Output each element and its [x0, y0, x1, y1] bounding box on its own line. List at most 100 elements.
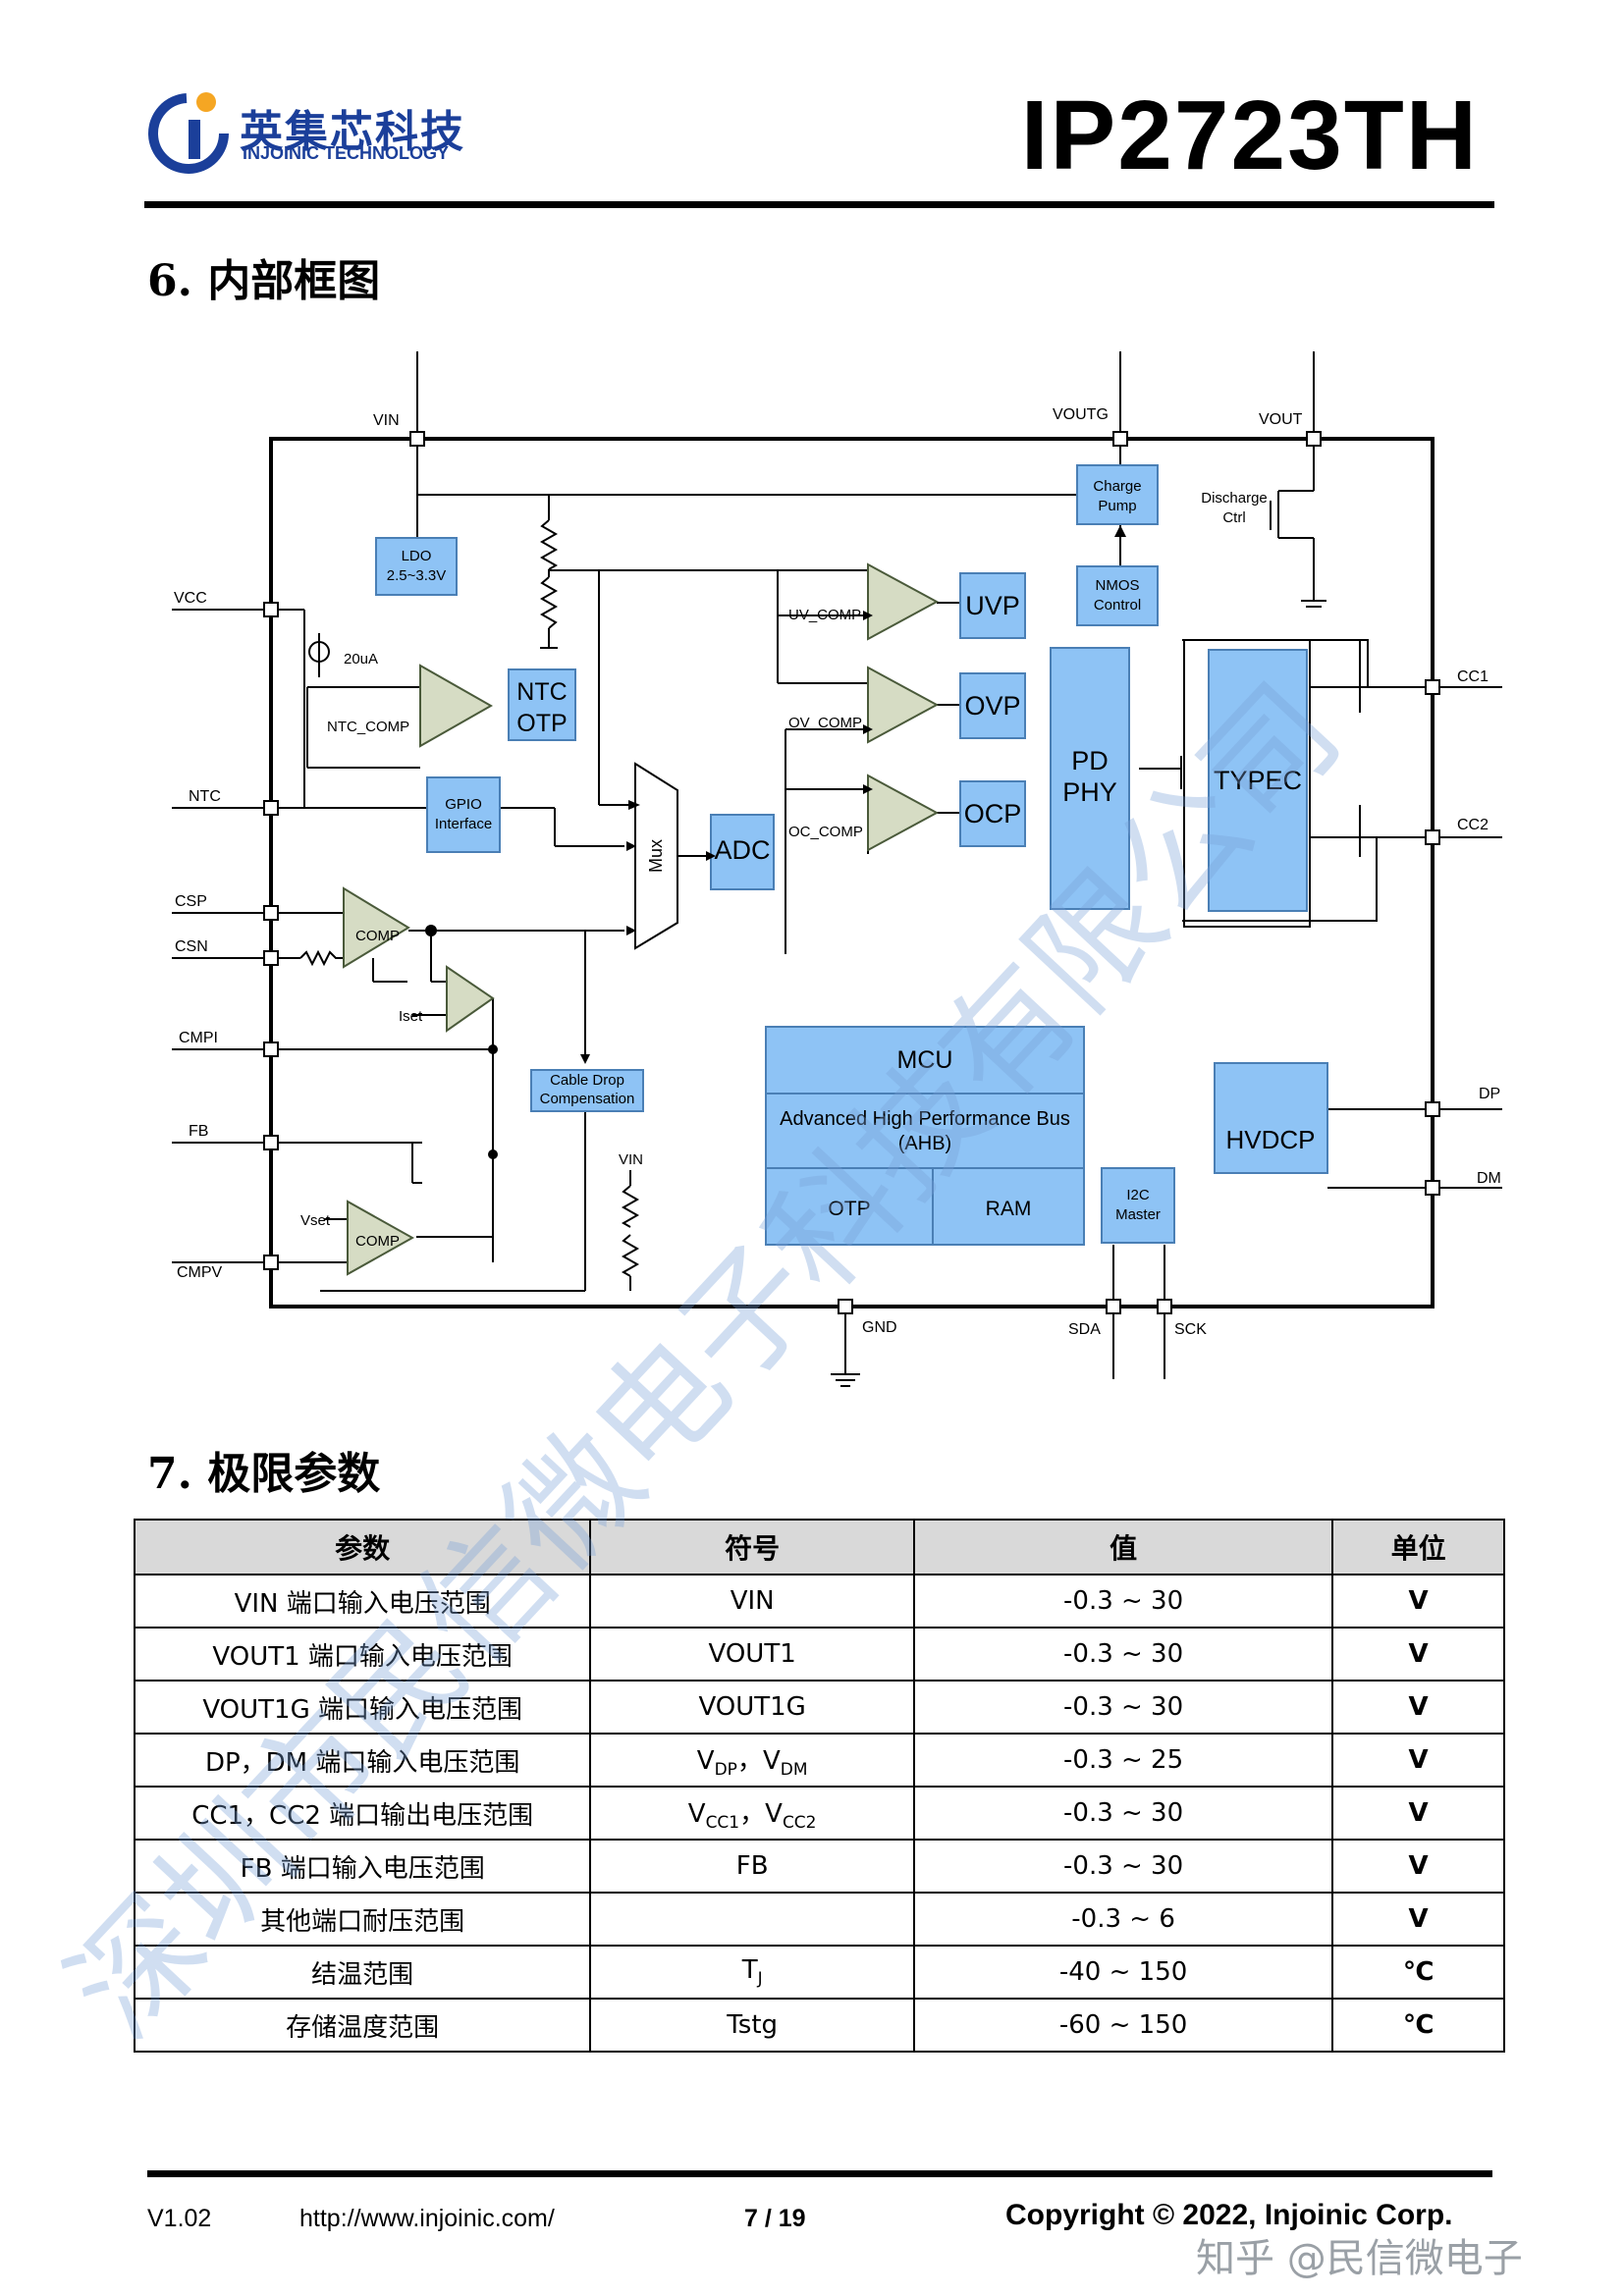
mux-label: Mux [646, 839, 666, 873]
vset-label: Vset [300, 1212, 331, 1229]
value-cell: -0.3 ~ 30 [912, 1574, 1334, 1629]
header-unit: 单位 [1331, 1519, 1505, 1575]
value-cell: -0.3 ~ 30 [912, 1839, 1334, 1894]
table-row: 结温范围 TJ -40 ~ 150 ℃ [133, 1945, 1505, 2000]
param-cell: DP，DM 端口输入电压范围 [133, 1733, 592, 1788]
section-6-title: 6. 内部框图 [147, 256, 381, 306]
ocp-label: OCP [964, 799, 1022, 828]
uv-comp-label: UV_COMP [788, 607, 861, 623]
value-cell: -0.3 ~ 6 [912, 1892, 1334, 1947]
logo-mark-icon [148, 92, 229, 174]
cable-drop-label-1: Cable Drop [550, 1072, 624, 1089]
gpio-label-1: GPIO [445, 796, 482, 813]
param-cell: VOUT1G 端口输入电压范围 [133, 1680, 592, 1735]
param-cell: VOUT1 端口输入电压范围 [133, 1627, 592, 1682]
ntc-comp-label: NTC_COMP [327, 719, 409, 735]
cable-drop-label-2: Compensation [540, 1091, 635, 1107]
header-value: 值 [912, 1519, 1334, 1575]
symbol-cell: VOUT1G [589, 1680, 915, 1735]
pin-ntc: NTC [189, 788, 221, 805]
section-7-title: 7. 极限参数 [147, 1449, 381, 1499]
oc-comp-label: OC_COMP [788, 824, 863, 840]
symbol-cell: VCC1，VCC2 [589, 1786, 915, 1841]
footer-copyright: Copyright © 2022, Injoinic Corp. [1005, 2199, 1453, 2231]
i2c-label-2: Master [1115, 1206, 1161, 1223]
footer-version: V1.02 [147, 2205, 212, 2232]
charge-pump-label-2: Pump [1098, 498, 1136, 514]
param-cell: 其他端口耐压范围 [133, 1892, 592, 1947]
ram-label: RAM [986, 1198, 1032, 1220]
unit-cell: V [1331, 1680, 1505, 1735]
unit-cell: ℃ [1331, 1945, 1505, 2000]
pin-vout: VOUT [1259, 411, 1303, 428]
part-number: IP2723TH [1020, 80, 1479, 190]
logo-chinese-text: 英集芯科技 [240, 107, 465, 157]
typec-label: TYPEC [1214, 766, 1302, 795]
pin-sda: SDA [1068, 1321, 1101, 1338]
pin-fb: FB [189, 1123, 208, 1140]
param-cell: VIN 端口输入电压范围 [133, 1574, 592, 1629]
unit-cell: V [1331, 1892, 1505, 1947]
symbol-cell: FB [589, 1839, 915, 1894]
ldo-label-1: LDO [402, 548, 432, 564]
symbol-cell: VIN [589, 1574, 915, 1629]
current-source-label: 20uA [344, 651, 378, 667]
unit-cell: V [1331, 1733, 1505, 1788]
symbol-cell [589, 1892, 915, 1947]
charge-pump-label-1: Charge [1093, 478, 1141, 495]
table-row: VOUT1 端口输入电压范围 VOUT1 -0.3 ~ 30 V [133, 1627, 1505, 1682]
hvdcp-label: HVDCP [1225, 1125, 1315, 1154]
absolute-max-ratings-table: 参数 符号 值 单位 VIN 端口输入电压范围 VIN -0.3 ~ 30 V … [133, 1519, 1505, 2053]
nmos-control-label-1: NMOS [1096, 577, 1140, 594]
otp-label: OTP [828, 1198, 870, 1220]
gpio-label-2: Interface [435, 816, 492, 832]
ntc-otp-label-1: NTC [516, 678, 567, 706]
ntc-otp-label-2: OTP [516, 710, 567, 737]
value-cell: -0.3 ~ 25 [912, 1733, 1334, 1788]
footer-url[interactable]: http://www.injoinic.com/ [299, 2205, 555, 2232]
vin-inner-label: VIN [619, 1151, 643, 1168]
ahb-label-2: (AHB) [898, 1133, 951, 1154]
table-row: CC1，CC2 端口输出电压范围 VCC1，VCC2 -0.3 ~ 30 V [133, 1786, 1505, 1841]
unit-cell: ℃ [1331, 1998, 1505, 2053]
pin-dp: DP [1479, 1086, 1500, 1102]
pin-vin: VIN [373, 412, 400, 429]
pin-gnd: GND [862, 1319, 897, 1336]
table-row: VIN 端口输入电压范围 VIN -0.3 ~ 30 V [133, 1574, 1505, 1629]
pin-cmpi: CMPI [179, 1030, 218, 1046]
logo-english-text: INJOINIC TECHNOLOGY [243, 143, 450, 163]
comp-label-1: COMP [355, 928, 400, 944]
uvp-label: UVP [965, 591, 1020, 620]
symbol-cell: VOUT1 [589, 1627, 915, 1682]
value-cell: -0.3 ~ 30 [912, 1680, 1334, 1735]
value-cell: -0.3 ~ 30 [912, 1627, 1334, 1682]
param-cell: 存储温度范围 [133, 1998, 592, 2053]
i2c-label-1: I2C [1126, 1187, 1150, 1203]
table-row: FB 端口输入电压范围 FB -0.3 ~ 30 V [133, 1839, 1505, 1894]
nmos-control-label-2: Control [1094, 597, 1141, 614]
pin-dm: DM [1477, 1170, 1501, 1187]
pin-csn: CSN [175, 938, 208, 955]
discharge-label-1: Discharge [1201, 490, 1268, 507]
footer-page-number: 7 / 19 [744, 2205, 806, 2232]
table-row: 存储温度范围 Tstg -60 ~ 150 ℃ [133, 1998, 1505, 2053]
pd-phy-label-1: PD [1071, 746, 1109, 775]
corner-watermark: 知乎 @民信微电子 [1196, 2236, 1523, 2281]
unit-cell: V [1331, 1574, 1505, 1629]
pin-cc1: CC1 [1457, 668, 1489, 685]
footer-rule [147, 2170, 1492, 2177]
table-row: DP，DM 端口输入电压范围 VDP，VDM -0.3 ~ 25 V [133, 1733, 1505, 1788]
table-row: 其他端口耐压范围 -0.3 ~ 6 V [133, 1892, 1505, 1947]
param-cell: CC1，CC2 端口输出电压范围 [133, 1786, 592, 1841]
pin-cc2: CC2 [1457, 817, 1489, 833]
symbol-cell: Tstg [589, 1998, 915, 2053]
unit-cell: V [1331, 1839, 1505, 1894]
ldo-label-2: 2.5~3.3V [387, 567, 446, 584]
value-cell: -60 ~ 150 [912, 1998, 1334, 2053]
ovp-label: OVP [964, 691, 1020, 721]
pin-cmpv: CMPV [177, 1264, 223, 1281]
header-param: 参数 [133, 1519, 592, 1575]
value-cell: -40 ~ 150 [912, 1945, 1334, 2000]
pin-sck: SCK [1174, 1321, 1207, 1338]
